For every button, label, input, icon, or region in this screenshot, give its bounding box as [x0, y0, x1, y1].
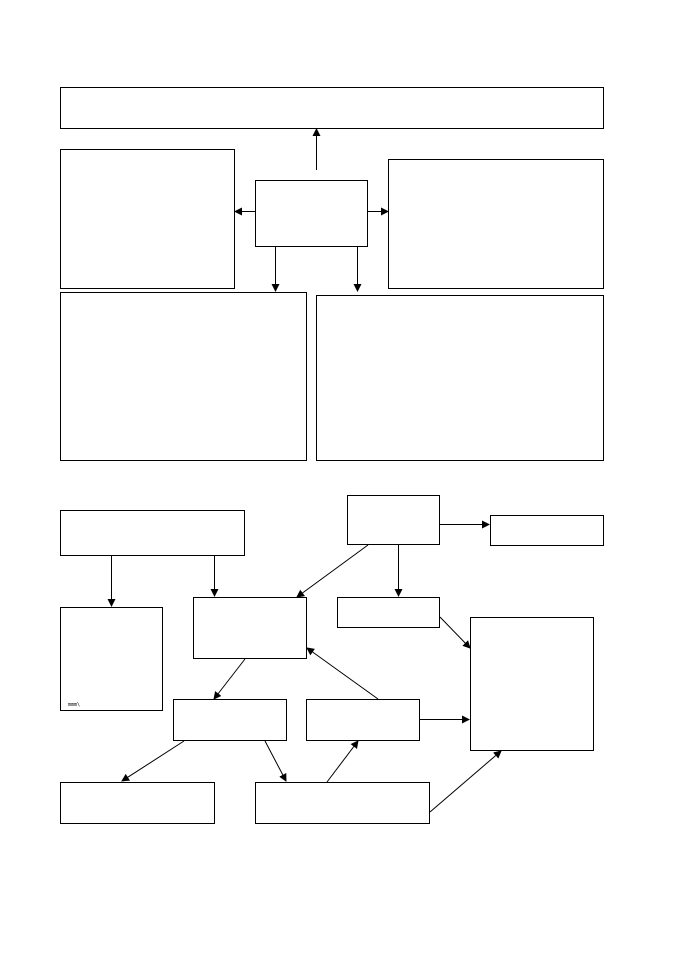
scribble-mark: mmm\ — [68, 702, 80, 708]
arrow-row-left-to-bottom-center — [264, 740, 287, 782]
arrow-top-center-to-center — [296, 544, 369, 598]
bottom-center-box — [255, 782, 430, 824]
upper-left-box — [60, 149, 235, 289]
top-wide-box — [60, 87, 604, 129]
lower-row-right-box — [306, 699, 420, 741]
arrow-bottom-center-to-right-tall — [429, 750, 502, 813]
arrow-center-to-row-left — [213, 658, 246, 700]
arrow-mid-right-to-right-tall — [439, 616, 471, 649]
arrow-row-left-to-bottom-left — [121, 740, 185, 782]
lower-center-box — [193, 597, 307, 659]
lower-left-header-box — [60, 510, 245, 556]
upper-right-box — [388, 159, 604, 289]
lower-top-right-box — [490, 515, 604, 546]
lower-top-center-box — [347, 495, 440, 545]
lower-left-tall-box — [60, 607, 163, 711]
arrow-row-right-to-center — [306, 647, 379, 700]
lower-mid-right-box — [337, 597, 440, 628]
central-hub-box — [255, 180, 368, 247]
bottom-left-box — [60, 782, 215, 824]
arrow-bottom-center-to-row-right — [326, 740, 359, 783]
middle-right-box — [316, 295, 604, 461]
lower-right-tall-box — [470, 617, 594, 751]
middle-left-box — [60, 292, 307, 461]
lower-row-left-box — [173, 699, 287, 741]
